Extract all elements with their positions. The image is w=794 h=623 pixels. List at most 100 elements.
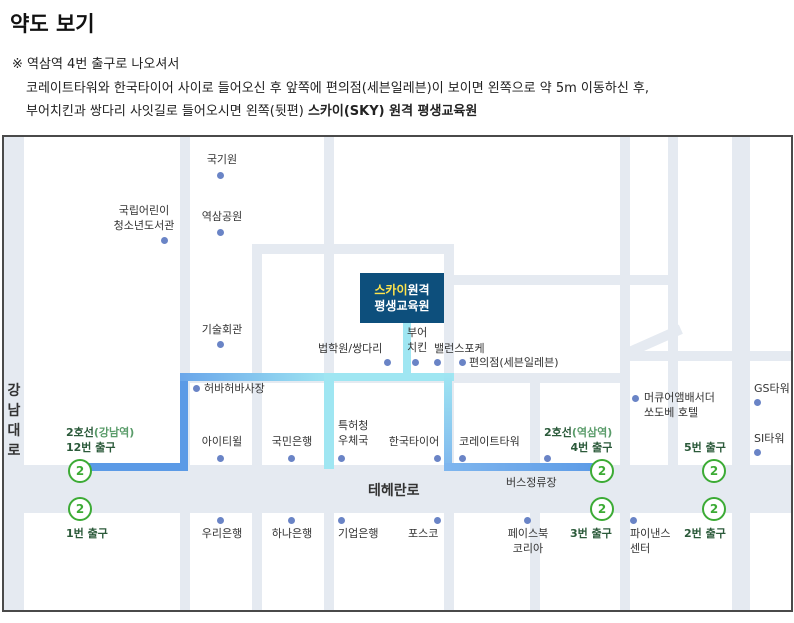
landmark-balance: 밸런스포케 — [434, 342, 485, 355]
landmark-posco: 포스코 — [408, 527, 439, 540]
map-pin — [288, 517, 295, 524]
map-pin — [459, 455, 466, 462]
yeoksam-exit-5-label: 5번 출구 — [684, 441, 726, 454]
route-segment-patent — [324, 373, 334, 469]
landmark-facebook-korea-line-1: 페이스북 — [507, 527, 549, 540]
destination-line-1: 스카이원격 — [360, 282, 444, 298]
gangnam-exit-1-label: 1번 출구 — [66, 527, 108, 540]
map-pin — [434, 455, 441, 462]
street-v8 — [732, 137, 750, 610]
map-pin — [754, 399, 761, 406]
map-pin — [459, 359, 466, 366]
teheran-road-label: 테헤란로 — [368, 483, 420, 499]
street-h4 — [624, 351, 791, 361]
directions-head: ※ 역삼역 4번 출구로 나오셔서 — [12, 53, 179, 72]
map-pin — [217, 172, 224, 179]
landmark-mercure-hotel-line-1: 머큐어앰배서더 — [644, 391, 715, 404]
street-h1 — [252, 244, 454, 254]
landmark-mercure-hotel: 머큐어앰배서더 쏘도베 호텔 — [644, 390, 715, 420]
directions-destination-name: 스카이(SKY) 원격 평생교육원 — [307, 104, 478, 119]
gangnam-daero-char-4: 로 — [7, 443, 21, 459]
directions-line-2-text: 부어치킨과 쌍다리 사잇길로 들어오시면 왼쪽(뒷편) — [26, 104, 308, 119]
landmark-facebook-korea: 페이스북 코리아 — [508, 526, 548, 556]
map-pin — [217, 455, 224, 462]
landmark-yeoksam-park: 역삼공원 — [201, 210, 243, 223]
route-segment-left-vertical — [180, 373, 188, 471]
gangnam-daero-char-2: 남 — [7, 403, 21, 419]
landmark-finance-center-line-1: 파이낸스 — [630, 527, 671, 540]
landmark-tech-hall: 기술회관 — [201, 323, 243, 336]
map-pin — [217, 341, 224, 348]
landmark-hankook-tire: 한국타이어 — [388, 435, 440, 448]
directions-line-2: 부어치킨과 쌍다리 사잇길로 들어오시면 왼쪽(뒷편) 스카이(SKY) 원격 … — [26, 100, 477, 119]
yeoksam-exit-3-label: 3번 출구 — [570, 527, 612, 540]
location-map: 스카이원격 평생교육원 테헤란로 강 남 대 로 국기원 국립어린이 청소년도서… — [2, 135, 793, 612]
landmark-si-tower: SI타워 — [754, 432, 785, 445]
landmark-children-library-line-1: 국립어린이 — [118, 204, 170, 217]
landmark-patent-office: 특허청 우체국 — [338, 418, 368, 448]
landmark-beophakwon: 법학원/쌍다리 — [318, 342, 383, 355]
landmark-ibk-bank: 기업은행 — [338, 527, 379, 540]
destination-line-2: 평생교육원 — [374, 299, 430, 313]
street-v2 — [252, 244, 262, 610]
yeoksam-line-number: 2호선 — [544, 426, 572, 439]
yeoksam-exit-3-icon[interactable]: 2 — [590, 497, 614, 521]
yeoksam-exit-4-text: 4번 출구 — [570, 441, 613, 454]
landmark-itwill: 아이티윌 — [201, 435, 243, 448]
map-pin — [384, 359, 391, 366]
page-title: 약도 보기 — [10, 12, 95, 36]
gangnam-exit-12-icon[interactable]: 2 — [68, 459, 92, 483]
landmark-buer-chicken-line-1: 부어 — [407, 326, 428, 339]
yeoksam-exit-2-label: 2번 출구 — [684, 527, 726, 540]
map-pin — [524, 517, 531, 524]
map-pin — [288, 455, 295, 462]
reference-mark: ※ — [12, 57, 23, 72]
gangnam-station-line: 2호선(강남역) — [66, 425, 134, 440]
landmark-buer-chicken-line-2: 치킨 — [407, 341, 428, 354]
landmark-patent-office-line-2: 우체국 — [338, 434, 369, 447]
gangnam-daero-char-1: 강 — [7, 383, 21, 399]
street-h2 — [450, 275, 668, 285]
landmark-facebook-korea-line-2: 코리아 — [512, 542, 544, 555]
route-segment-gangnam — [84, 463, 188, 471]
map-pin — [193, 385, 200, 392]
map-pin — [434, 517, 441, 524]
map-pin — [630, 517, 637, 524]
gangnam-daero-char-3: 대 — [7, 423, 21, 439]
landmark-convenience-store: 편의점(세븐일레븐) — [469, 356, 559, 369]
gangnam-exit-1-icon[interactable]: 2 — [68, 497, 92, 521]
landmark-gs-tower: GS타워 — [754, 382, 790, 395]
street-v7 — [668, 137, 678, 465]
yeoksam-exit-5-icon[interactable]: 2 — [702, 459, 726, 483]
route-segment-to-destination — [403, 323, 411, 377]
gangnam-daero — [4, 137, 24, 610]
route-segment-right-vertical — [444, 373, 452, 471]
landmark-finance-center-line-2: 센터 — [630, 542, 651, 555]
route-segment-upper — [180, 373, 454, 381]
map-pin — [338, 517, 345, 524]
gangnam-exit-12-text: 12번 출구 — [66, 441, 116, 454]
landmark-bus-stop: 버스정류장 — [506, 476, 557, 489]
map-pin — [161, 237, 168, 244]
destination-line-1-rest: 원격 — [407, 283, 430, 297]
map-pin — [338, 455, 345, 462]
landmark-heobaheoba: 허바허바사장 — [204, 382, 265, 395]
landmark-patent-office-line-1: 특허청 — [338, 419, 369, 432]
map-pin — [412, 359, 419, 366]
gangnam-station-name: (강남역) — [93, 426, 135, 439]
landmark-children-library: 국립어린이 청소년도서관 — [114, 203, 175, 233]
landmark-finance-center: 파이낸스 센터 — [630, 526, 670, 556]
map-pin — [632, 395, 639, 402]
landmark-national-court: 국기원 — [206, 153, 238, 166]
gangnam-daero-label: 강 남 대 로 — [6, 381, 22, 461]
destination-sky-academy[interactable]: 스카이원격 평생교육원 — [360, 273, 444, 323]
directions-head-text: 역삼역 4번 출구로 나오셔서 — [27, 57, 180, 72]
landmark-hana-bank: 하나은행 — [271, 527, 313, 540]
yeoksam-exit-4-icon[interactable]: 2 — [590, 459, 614, 483]
yeoksam-exit-2-icon[interactable]: 2 — [702, 497, 726, 521]
landmark-children-library-line-2: 청소년도서관 — [113, 219, 175, 232]
gangnam-exit-12-label: 2호선(강남역) 12번 출구 — [66, 425, 134, 455]
landmark-mercure-hotel-line-2: 쏘도베 호텔 — [644, 406, 699, 419]
yeoksam-station-line: 2호선(역삼역) — [544, 425, 612, 440]
landmark-kookmin-bank: 국민은행 — [271, 435, 313, 448]
